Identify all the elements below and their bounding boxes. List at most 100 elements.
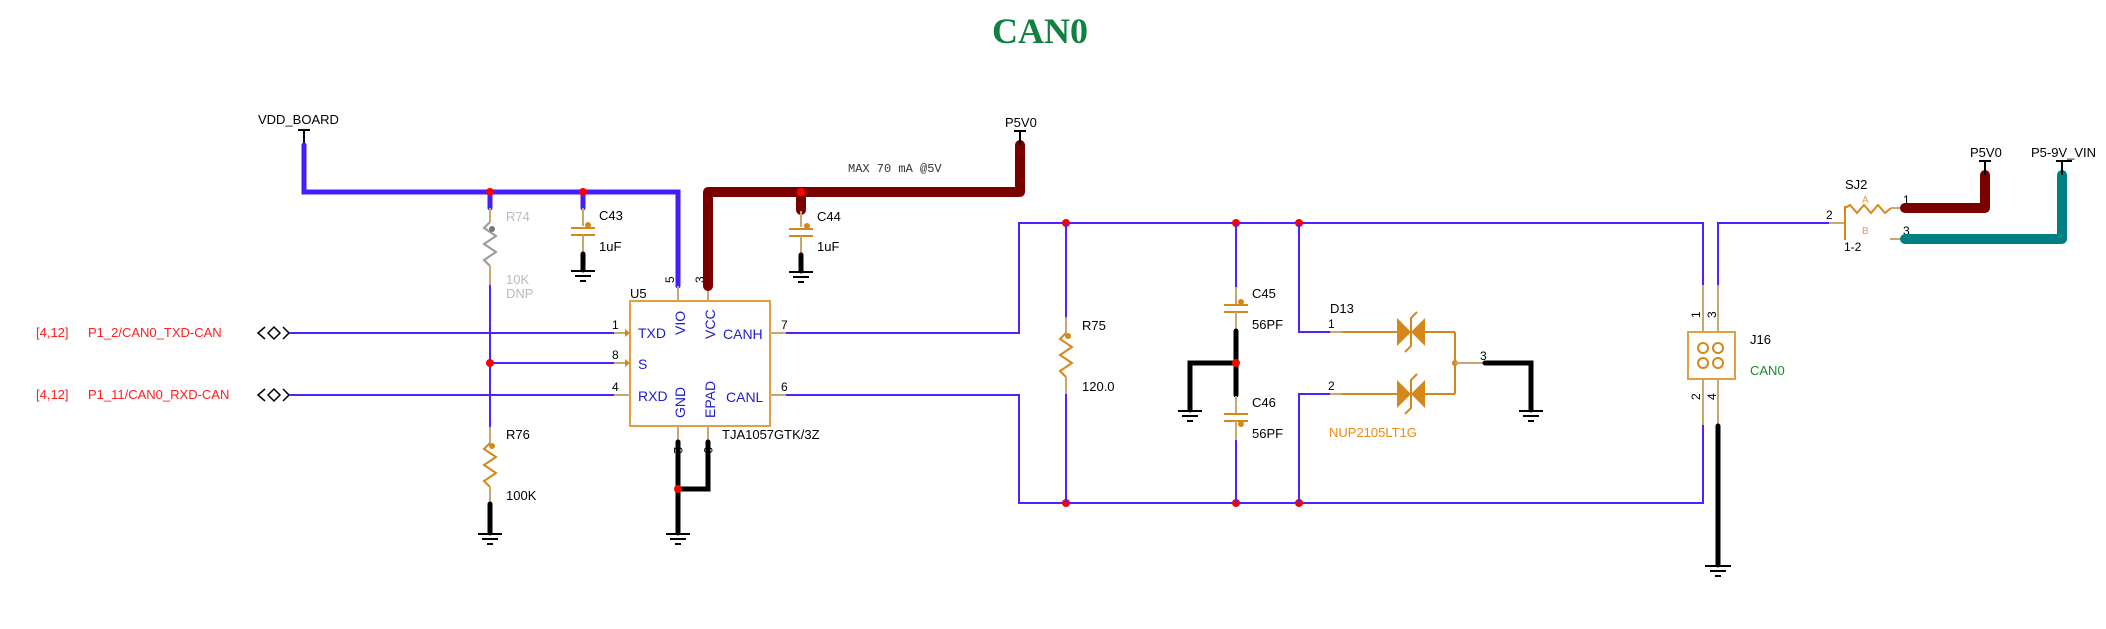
vdd-board-label: VDD_BOARD	[258, 112, 339, 127]
pin-number: 2	[1328, 379, 1335, 393]
ic-u5-can-transceiver[interactable]: U5 TJA1057GTK/3Z 1 TXD 8 S 4 RXD 5 VIO 3…	[612, 276, 820, 454]
pin-number: 5	[663, 276, 677, 283]
d13-pin1-wire[interactable]	[1298, 223, 1330, 333]
pin-number: 6	[781, 380, 788, 394]
resistor-icon	[482, 221, 498, 267]
resistor-r74[interactable]: R74 10K DNP	[482, 208, 533, 301]
resistor-r76[interactable]: R76 100K	[482, 427, 537, 503]
r76-ref: R76	[506, 427, 530, 442]
p5-9v-vin-label: P5-9V_VIN	[2031, 145, 2096, 160]
pin-number: 1	[1689, 311, 1703, 318]
canh-net-wire[interactable]	[786, 222, 1704, 334]
pin-name-epad: EPAD	[702, 381, 718, 418]
u5-gnd-wire[interactable]	[675, 439, 711, 492]
pin-number: 3	[693, 276, 707, 283]
pad-b-label: B	[1862, 226, 1869, 237]
pin-number: 3	[1480, 349, 1487, 363]
c43-ref: C43	[599, 208, 623, 223]
sj2-p5v0-wire[interactable]	[1900, 170, 1990, 213]
bidirectional-offpage-icon	[256, 387, 291, 403]
c46-value: 56PF	[1252, 426, 1283, 441]
pin1-marker	[489, 226, 495, 232]
solder-jumper-sj2[interactable]: SJ2 2 1 3 A B 1-2	[1826, 177, 1910, 254]
c46-ref: C46	[1252, 395, 1276, 410]
r74-dnp-note: DNP	[506, 286, 533, 301]
txd-sheet-ref: [4,12]	[36, 325, 69, 340]
input-arrow-icon	[625, 329, 630, 337]
c43-value: 1uF	[599, 239, 621, 254]
header-body	[1687, 331, 1736, 380]
resistor-r75[interactable]: R75 120.0	[1058, 317, 1115, 394]
ground-icon	[1705, 565, 1731, 577]
sj2-default-setting: 1-2	[1844, 240, 1862, 254]
capacitor-c44[interactable]: C44 1uF	[789, 209, 841, 254]
r74-value: 10K	[506, 272, 529, 287]
resistor-icon	[482, 442, 498, 488]
junction-dot	[579, 188, 587, 196]
header-pin-icon	[1697, 342, 1709, 354]
ic-body	[629, 300, 771, 427]
c45-value: 56PF	[1252, 317, 1283, 332]
c44-value: 1uF	[817, 239, 839, 254]
ground-icon	[478, 533, 502, 545]
j16-value: CAN0	[1750, 363, 1785, 378]
tvs-diode-d13[interactable]: D13 1 2 3 NUP2105LT1G	[1328, 301, 1487, 440]
pin-name-gnd: GND	[672, 387, 688, 418]
canl-net-wire[interactable]	[786, 394, 1704, 504]
ground-icon	[1178, 410, 1202, 422]
sj2-vin-wire[interactable]	[1900, 170, 2067, 244]
offpage-connector-txd[interactable]: [4,12] P1_2/CAN0_TXD-CAN	[36, 325, 291, 341]
p5v0-net-wire[interactable]	[703, 140, 1025, 291]
pin-name-s: S	[638, 356, 647, 372]
rxd-sheet-ref: [4,12]	[36, 387, 69, 402]
header-j16[interactable]: 1 3 2 4 J16 CAN0	[1687, 285, 1785, 425]
pin-name-rxd: RXD	[638, 388, 668, 404]
jumper-icon	[1844, 203, 1892, 215]
c44-ref: C44	[817, 209, 841, 224]
r75-ref: R75	[1082, 318, 1106, 333]
j16-to-sj2-wire[interactable]	[1717, 222, 1829, 285]
d13-pin2-wire[interactable]	[1298, 393, 1330, 503]
junction-dot	[486, 359, 494, 367]
pin-name-vcc: VCC	[702, 309, 718, 339]
junction-dot	[1232, 359, 1240, 367]
ground-icon	[666, 533, 690, 545]
pin-number: 2	[1689, 393, 1703, 400]
capacitor-c46[interactable]: C46 56PF	[1224, 395, 1283, 441]
tvs-diode-icon	[1397, 380, 1411, 408]
junction-dot	[674, 485, 682, 493]
ground-icon	[789, 271, 813, 283]
pin-number: 3	[1705, 311, 1719, 318]
input-arrow-icon	[625, 359, 630, 367]
tvs-diode-icon	[1397, 318, 1411, 346]
d13-gnd-wire[interactable]	[1482, 360, 1534, 413]
sheet-title: CAN0	[992, 11, 1088, 51]
ground-icon	[571, 270, 595, 282]
p5-9v-vin-power-port[interactable]: P5-9V_VIN	[2031, 145, 2096, 175]
offpage-connector-rxd[interactable]: [4,12] P1_11/CAN0_RXD-CAN	[36, 387, 291, 403]
txd-net-label: P1_2/CAN0_TXD-CAN	[88, 325, 222, 340]
cap-gnd-wire[interactable]	[1187, 360, 1239, 413]
p5v0-power-port-right[interactable]: P5V0	[1970, 145, 2002, 175]
r75-value: 120.0	[1082, 379, 1115, 394]
r74-ref: R74	[506, 209, 530, 224]
pin-number: 7	[781, 318, 788, 332]
u5-part-number: TJA1057GTK/3Z	[722, 427, 820, 442]
current-annotation: MAX 70 mA @5V	[848, 162, 942, 176]
p5v0-power-port[interactable]: P5V0	[1005, 115, 1037, 145]
pin-name-vio: VIO	[672, 311, 688, 335]
junction-dot	[486, 188, 494, 196]
pin-name-canh: CANH	[723, 326, 763, 342]
p5v0-label: P5V0	[1005, 115, 1037, 130]
bidirectional-offpage-icon	[256, 325, 291, 341]
pin-name-txd: TXD	[638, 325, 666, 341]
vdd-board-power-port[interactable]: VDD_BOARD	[258, 112, 339, 145]
pin-number: 8	[612, 348, 619, 362]
ground-icon	[1519, 410, 1543, 422]
junction-dot	[797, 188, 805, 196]
capacitor-c45[interactable]: C45 56PF	[1224, 286, 1283, 332]
capacitor-c43[interactable]: C43 1uF	[571, 208, 623, 254]
resistor-icon	[1058, 332, 1074, 378]
pin-number: 4	[612, 380, 619, 394]
